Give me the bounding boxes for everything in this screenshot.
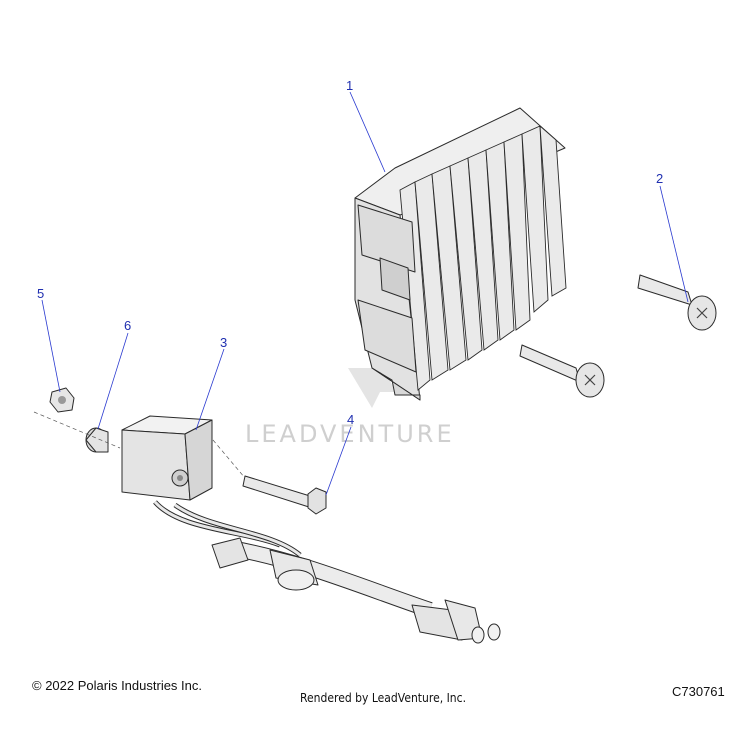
leader-lines xyxy=(41,91,689,496)
rendered-by-text: Rendered by LeadVenture, Inc. xyxy=(300,691,467,705)
callout-4[interactable]: 4 xyxy=(347,412,354,427)
copyright-text: © 2022 Polaris Industries Inc. xyxy=(32,678,202,693)
part-5-nut[interactable] xyxy=(49,387,75,413)
part-2-screws[interactable] xyxy=(519,274,717,398)
callout-3[interactable]: 3 xyxy=(220,335,227,350)
callout-6[interactable]: 6 xyxy=(124,318,131,333)
part-6-spacer[interactable] xyxy=(85,427,109,453)
watermark-logo-icon xyxy=(348,368,396,408)
callout-1[interactable]: 1 xyxy=(346,78,353,93)
part-3-module-harness[interactable] xyxy=(121,415,501,644)
part-1-voltage-regulator[interactable] xyxy=(354,107,567,401)
callout-5[interactable]: 5 xyxy=(37,286,44,301)
drawing-number: C730761 xyxy=(672,684,725,699)
assembly-axis-line xyxy=(33,411,121,449)
part-4-bolt[interactable] xyxy=(212,439,327,515)
callout-2[interactable]: 2 xyxy=(656,171,663,186)
